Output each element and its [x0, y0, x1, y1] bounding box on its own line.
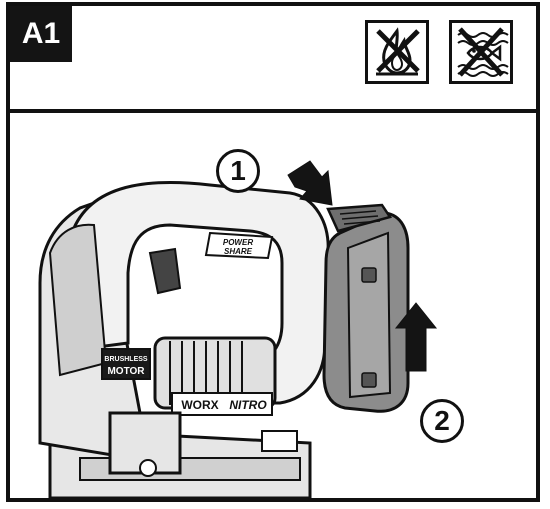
- badge-bottom-label: MOTOR: [107, 366, 145, 377]
- jigsaw-drawing: POWER SHARE BRUSHLESS MOTOR WORX: [38, 160, 438, 500]
- model-label: NITRO: [229, 398, 267, 412]
- jigsaw-illustration: POWER SHARE BRUSHLESS MOTOR WORX: [10, 113, 536, 500]
- brand-badge: [171, 392, 273, 416]
- no-water-icon: [449, 20, 513, 84]
- jigsaw-handle: [70, 180, 330, 405]
- callout-one: 1: [216, 149, 260, 193]
- feature-label-top: POWER: [223, 238, 253, 247]
- no-fire-icon: [365, 20, 429, 84]
- brand-label: WORX: [181, 398, 218, 412]
- orbital-lever: [261, 430, 298, 452]
- callout-two: 2: [420, 399, 464, 443]
- instruction-panel: A1: [6, 2, 540, 502]
- step-label: A1: [10, 6, 72, 62]
- panel-header: A1: [10, 6, 536, 113]
- trigger-icon: [148, 247, 182, 295]
- press-arrow: [287, 160, 333, 206]
- feature-label-bottom: SHARE: [224, 247, 253, 256]
- brushless-motor-badge: [101, 348, 151, 380]
- slide-arrow: [394, 302, 438, 372]
- badge-top-label: BRUSHLESS: [104, 356, 148, 363]
